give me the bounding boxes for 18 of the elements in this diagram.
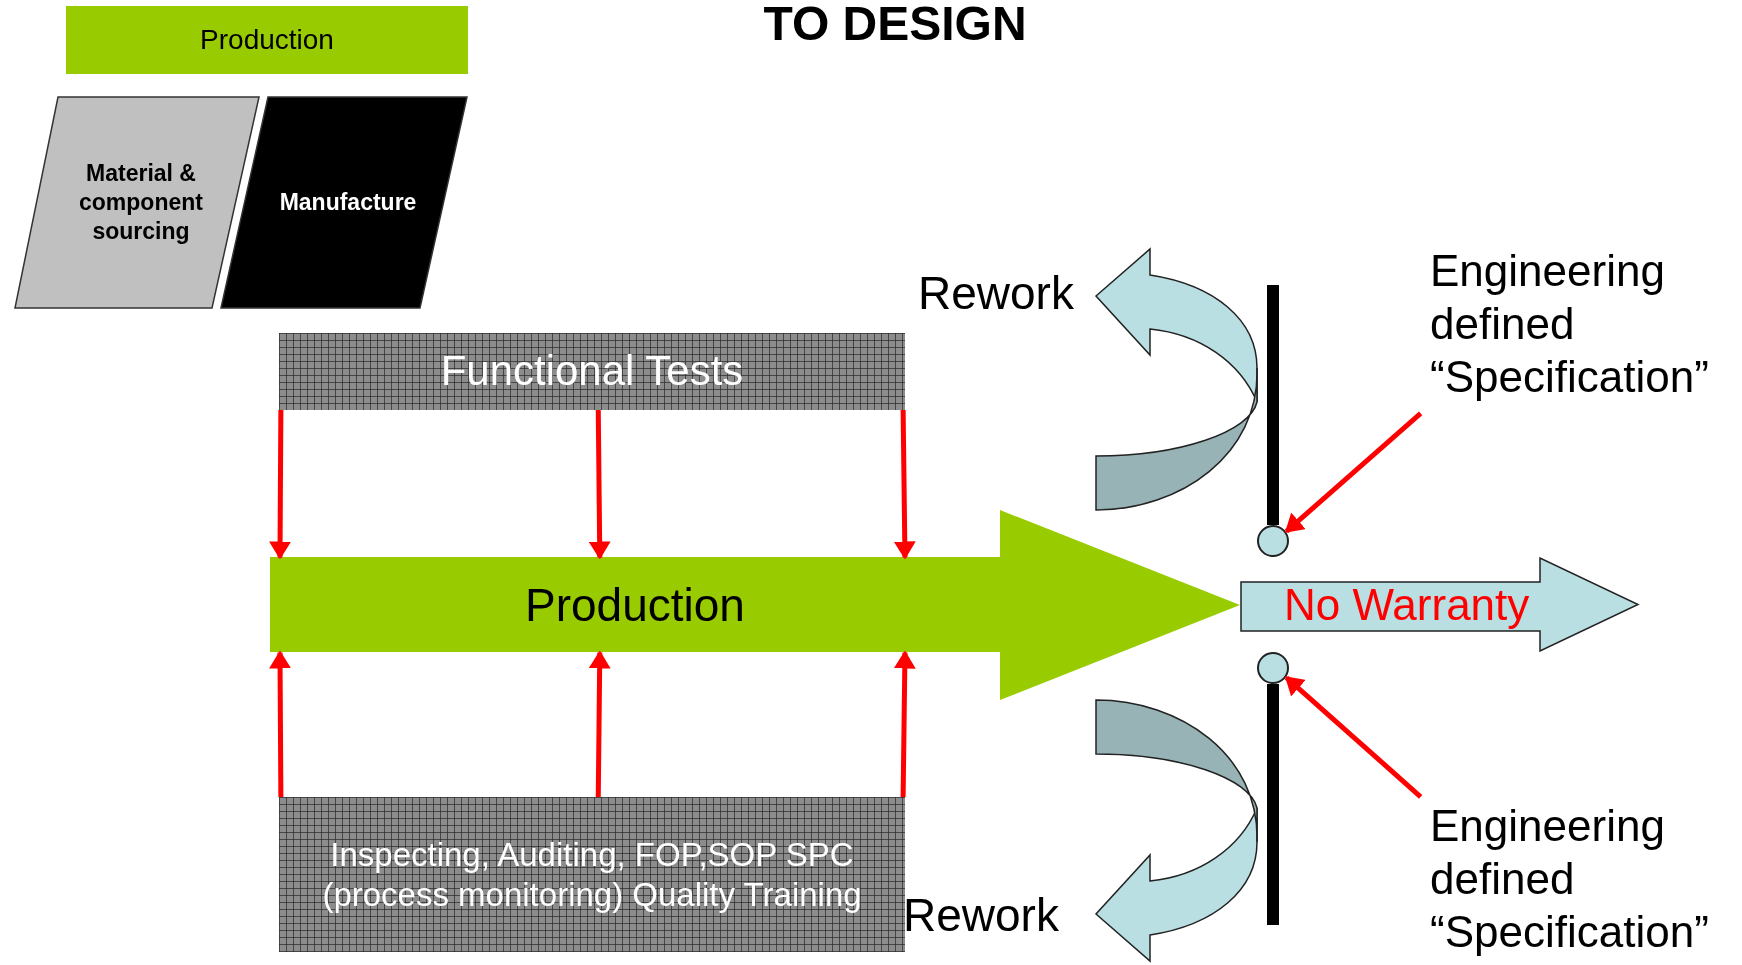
arrow: [588, 409, 611, 560]
title: TO DESIGN: [762, 0, 1028, 48]
production-bar: Production: [66, 6, 468, 74]
arrow: [588, 650, 611, 798]
output-arrow: No Warranty: [1240, 557, 1640, 652]
rework-label: Rework: [918, 270, 1074, 316]
annotation-text: Engineering defined “Specification”: [1430, 800, 1742, 962]
arrow: [269, 650, 292, 797]
arrow: [269, 410, 292, 560]
process-parallelogram: Manufacture: [220, 96, 468, 309]
production-arrow: Production: [270, 510, 1240, 700]
process-parallelogram: Material & component sourcing: [14, 96, 260, 309]
annotation-text: Engineering defined “Specification”: [1430, 245, 1742, 410]
arrow: [1284, 411, 1423, 534]
arrow: [893, 650, 916, 798]
rework-label: Rework: [903, 892, 1059, 938]
arrow: [893, 409, 916, 560]
arrow: [1284, 675, 1423, 799]
